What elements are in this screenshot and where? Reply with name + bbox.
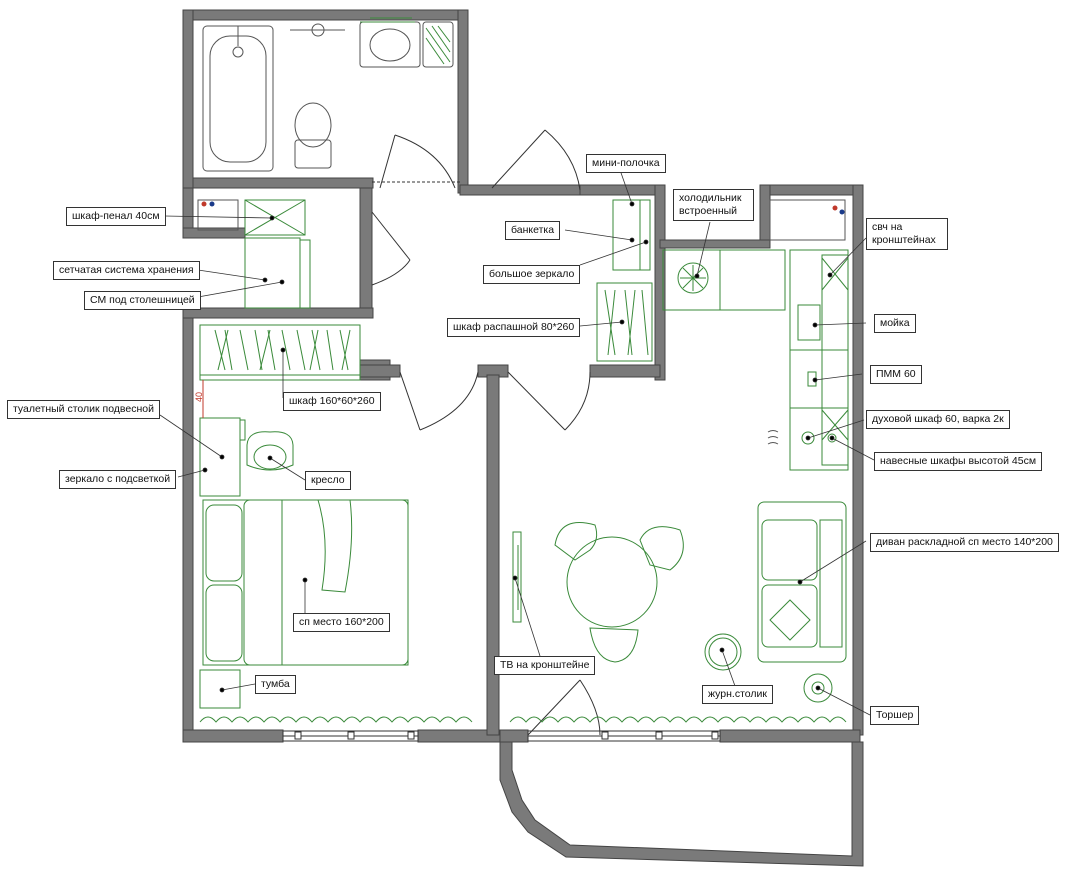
- bathroom-fixtures: [202, 17, 454, 172]
- label-wardrobe-160: шкаф 160*60*260: [283, 392, 381, 411]
- label-sink: мойка: [874, 314, 916, 333]
- pipe-markers: [201, 201, 845, 215]
- label-armchair: кресло: [305, 471, 351, 490]
- kitchen-furniture: [662, 199, 849, 471]
- label-microwave-line1: свч на: [872, 221, 903, 233]
- label-oven: духовой шкаф 60, варка 2к: [866, 410, 1010, 429]
- doors: [371, 129, 601, 736]
- label-bench: банкетка: [505, 221, 561, 240]
- leader-lines: [159, 169, 875, 716]
- label-dishwasher: ПММ 60: [870, 365, 922, 384]
- corridor-furniture: [596, 199, 653, 362]
- storage-nook-furniture: [197, 199, 311, 309]
- label-tv: ТВ на кронштейне: [494, 656, 596, 675]
- label-vanity: туалетный столик подвесной: [7, 400, 160, 419]
- label-fridge-line1: холодильник: [679, 192, 742, 204]
- label-mirror-light: зеркало с подсветкой: [59, 470, 177, 489]
- label-wardrobe-80: шкаф распашной 80*260: [447, 318, 581, 337]
- label-microwave-line2: кронштейнах: [872, 234, 936, 246]
- label-sofa: диван раскладной сп место 140*200: [870, 533, 1059, 552]
- bedroom-furniture: [199, 324, 473, 723]
- label-floor-lamp: Торшер: [870, 706, 920, 725]
- label-fridge: холодильник встроенный: [673, 189, 754, 221]
- label-nightstand: тумба: [255, 675, 296, 694]
- label-wall-cabinets: навесные шкафы высотой 45см: [874, 452, 1043, 471]
- label-fridge-line2: встроенный: [679, 205, 738, 217]
- living-furniture: [509, 501, 847, 723]
- dimension-value: 40: [194, 391, 205, 403]
- label-washer: СМ под столешницей: [84, 291, 201, 310]
- label-coffee-table: журн.столик: [702, 685, 773, 704]
- label-bed: сп место 160*200: [293, 613, 390, 632]
- windows: [282, 730, 721, 742]
- label-penal: шкаф-пенал 40см: [66, 207, 166, 226]
- label-microwave: свч на кронштейнах: [866, 218, 948, 250]
- label-storage: сетчатая система хранения: [53, 261, 200, 280]
- label-mini-shelf: мини-полочка: [586, 154, 666, 173]
- walls: [182, 9, 864, 867]
- label-big-mirror: большое зеркало: [483, 265, 581, 284]
